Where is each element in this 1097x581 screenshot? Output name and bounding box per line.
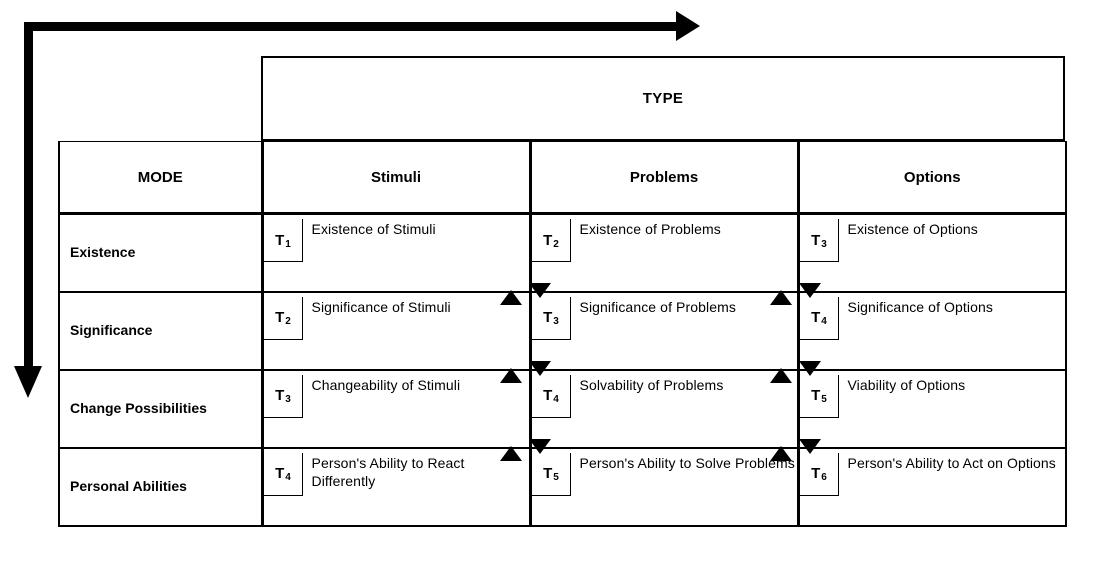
t-badge-tag: T: [543, 309, 553, 326]
transition-arrow-down-1a: [529, 283, 551, 298]
t-badge-tag: T: [275, 231, 285, 249]
t-badge-tag: T: [811, 465, 821, 482]
t-badge-index: 5: [821, 394, 827, 405]
type-banner-label: TYPE: [642, 90, 684, 107]
t-badge-index: 2: [285, 316, 291, 327]
t-badge-tag: T: [543, 465, 553, 482]
type-axis-arrow-shaft: [25, 22, 680, 31]
t-badge-tag: T: [543, 387, 553, 404]
type-column-header-stimuli: Stimuli: [260, 141, 531, 215]
mode-label-personal-abilities: Personal Abilities: [58, 447, 263, 527]
t-badge-index: 1: [285, 238, 291, 250]
cell-description: Existence of Options: [847, 221, 978, 237]
t-badge-tag: T: [275, 309, 285, 326]
transition-arrow-up-1a: [500, 290, 522, 305]
mode-axis-arrow-shaft: [24, 22, 33, 369]
transition-arrow-up-3a: [500, 446, 522, 461]
type-column-header-problems: Problems: [528, 141, 799, 215]
type-column-header-options: Options: [796, 141, 1067, 215]
cell-description: Existence of Problems: [579, 221, 721, 237]
transition-arrow-up-2b: [770, 368, 792, 383]
cell-description: Viability of Options: [847, 376, 966, 393]
t-badge-tag: T: [275, 387, 285, 404]
mode-axis-arrow-icon: [14, 366, 42, 398]
mode-header-label: MODE: [137, 168, 183, 186]
transition-arrow-down-3b: [799, 439, 821, 454]
t-badge-index: 3: [821, 238, 827, 250]
cell-description: Person's Ability to Act on Options: [847, 454, 1056, 471]
cell-description: Significance of Stimuli: [311, 298, 451, 315]
transition-arrow-up-3b: [770, 446, 792, 461]
transition-arrow-down-2b: [799, 361, 821, 376]
mode-label-change-possibilities: Change Possibilities: [58, 369, 263, 449]
t-badge-index: 3: [553, 316, 559, 327]
t-badge-tag: T: [811, 309, 821, 326]
t-badge-index: 4: [553, 394, 559, 405]
mode-label-existence: Existence: [58, 213, 263, 293]
type-axis-arrow-icon: [676, 11, 700, 41]
type-banner: TYPE: [261, 56, 1065, 141]
cell-description: Solvability of Problems: [579, 376, 724, 393]
cell-description: Person's Ability to React Differently: [311, 454, 465, 490]
type-header-label-problems: Problems: [629, 168, 699, 186]
cell-description: Significance of Problems: [579, 298, 736, 315]
t-badge-index: 4: [821, 316, 827, 327]
t-badge-tag: T: [811, 387, 821, 404]
t-badge-index: 6: [821, 472, 827, 483]
cell-description: Significance of Options: [847, 298, 993, 315]
cell-description: Existence of Stimuli: [311, 221, 436, 237]
mode-label-significance: Significance: [58, 291, 263, 371]
t-badge-tag: T: [543, 231, 553, 249]
transition-arrow-up-1b: [770, 290, 792, 305]
t-badge-index: 3: [285, 394, 291, 405]
t-badge-tag: T: [275, 465, 285, 482]
transition-arrow-down-1b: [799, 283, 821, 298]
type-header-label-stimuli: Stimuli: [370, 168, 421, 186]
mode-type-matrix: MODE Stimuli Problems Options Existence …: [58, 141, 1067, 527]
matrix-header-row: MODE Stimuli Problems Options: [58, 141, 1067, 215]
cell-description: Person's Ability to Solve Problems: [579, 454, 795, 471]
t-badge-tag: T: [811, 231, 821, 249]
t-badge-index: 2: [553, 238, 559, 250]
mode-column-header: MODE: [58, 141, 263, 215]
transition-arrow-up-2a: [500, 368, 522, 383]
transition-arrow-down-2a: [529, 361, 551, 376]
cell-description: Changeability of Stimuli: [311, 376, 461, 393]
t-badge-index: 4: [285, 472, 291, 483]
transition-arrow-down-3a: [529, 439, 551, 454]
type-header-label-options: Options: [903, 168, 961, 186]
t-badge-index: 5: [553, 472, 559, 483]
